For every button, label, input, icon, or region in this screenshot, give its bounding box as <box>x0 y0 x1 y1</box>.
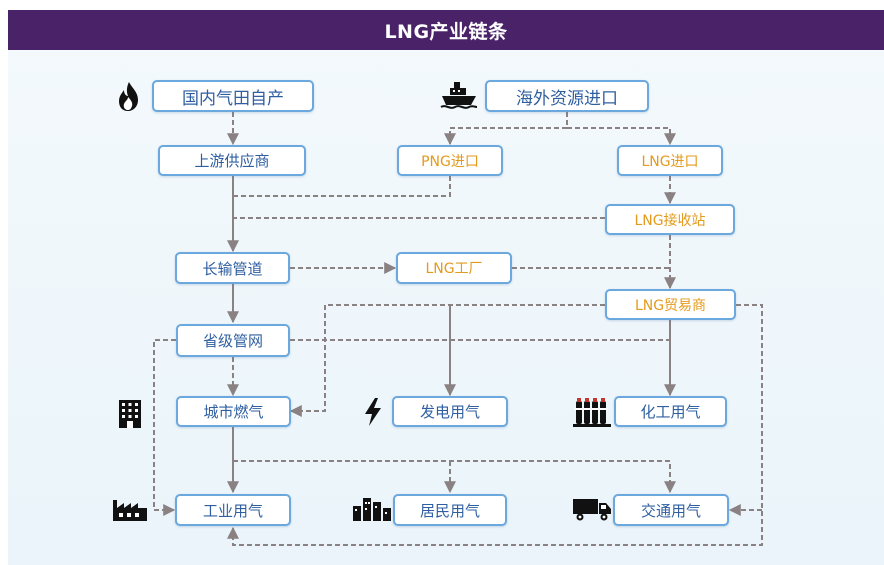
node-power-gas: 发电用气 <box>392 396 508 427</box>
node-lng-trader: LNG贸易商 <box>605 289 736 320</box>
connector-network-industrial <box>153 339 176 516</box>
ship-icon <box>440 82 478 109</box>
node-domestic: 国内气田自产 <box>152 80 314 112</box>
node-transport-gas: 交通用气 <box>613 494 729 526</box>
node-chemical-gas: 化工用气 <box>614 396 727 427</box>
node-import: 海外资源进口 <box>485 80 649 112</box>
building-icon <box>119 400 141 428</box>
connector-png-merge <box>233 176 451 197</box>
connector-trader-city <box>289 304 605 417</box>
city-buildings-icon <box>353 498 391 521</box>
connector-import-lng <box>567 127 676 146</box>
node-city-gas: 城市燃气 <box>176 396 291 427</box>
node-png-import: PNG进口 <box>397 145 503 176</box>
connector-trader-right <box>227 304 763 546</box>
node-residential-gas: 居民用气 <box>393 494 507 526</box>
node-upstream: 上游供应商 <box>158 145 306 176</box>
node-industrial-gas: 工业用气 <box>175 494 291 526</box>
node-lng-terminal: LNG接收站 <box>605 204 735 235</box>
flame-icon <box>119 82 138 111</box>
lightning-icon <box>365 398 381 426</box>
gas-cylinders-icon <box>573 398 611 427</box>
node-pipeline: 长输管道 <box>175 252 290 284</box>
factory-icon <box>113 500 147 521</box>
truck-icon <box>573 499 611 521</box>
diagram-title: LNG产业链条 <box>8 10 884 50</box>
connector-city-branch <box>233 460 676 494</box>
node-lng-import: LNG进口 <box>617 145 723 176</box>
connector-import-split <box>444 112 568 146</box>
node-lng-factory: LNG工厂 <box>396 252 512 284</box>
node-provincial-network: 省级管网 <box>176 324 290 357</box>
